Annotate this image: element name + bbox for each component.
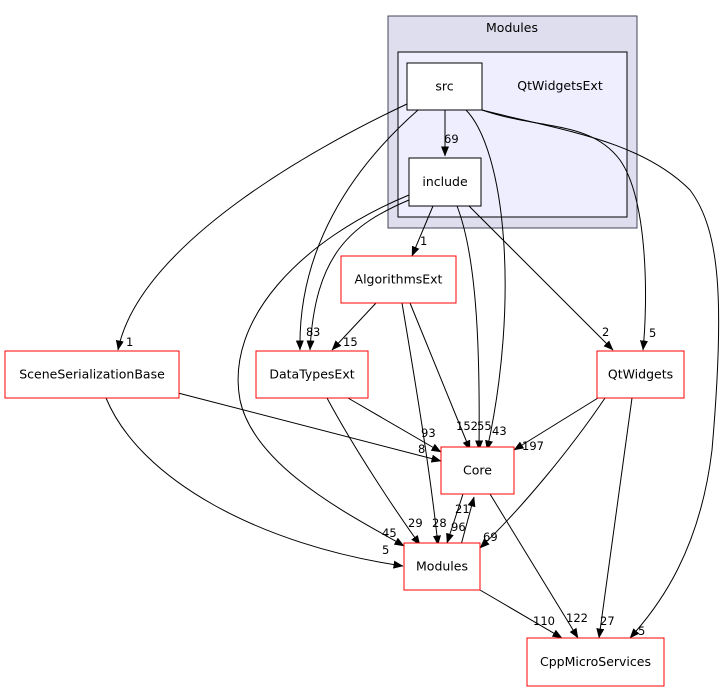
edge-label-qtwidgets-cppmicroservices: 27 (600, 614, 615, 628)
edge-label-include-algorithmsext: 1 (420, 234, 427, 248)
edge-datatypesext-core[interactable] (347, 397, 442, 453)
node-cppmicroservices-label: CppMicroServices (540, 654, 651, 669)
edge-label-qtwidgets-modules: 69 (483, 530, 498, 544)
node-include[interactable]: include (408, 157, 482, 207)
edge-include-modules[interactable] (237, 194, 410, 547)
edge-include-algorithmsext[interactable] (411, 205, 434, 257)
edge-label-sceneserializationbase-core: 8 (418, 442, 425, 456)
edge-modules-core[interactable] (460, 496, 476, 546)
cluster-modules-label: Modules (486, 20, 538, 35)
edge-src-core[interactable] (465, 109, 506, 451)
edge-sceneserializationbase-modules[interactable] (105, 397, 404, 569)
edge-label-include-qtwidgets: 2 (602, 325, 609, 339)
node-qtwidgets-box (596, 350, 685, 399)
node-sceneserializationbase-label: SceneSerializationBase (19, 367, 165, 382)
node-core[interactable]: Core (440, 446, 515, 495)
edge-label-datatypesext-modules: 29 (408, 516, 423, 530)
edge-qtwidgets-core[interactable] (513, 397, 599, 451)
edge-sceneserializationbase-core[interactable] (177, 392, 442, 463)
node-src[interactable]: src (406, 62, 483, 111)
node-datatypesext-label: DataTypesExt (269, 367, 354, 382)
edge-label-include-datatypesext: 3 (313, 325, 320, 339)
edge-core-modules[interactable] (446, 493, 464, 544)
node-sceneserializationbase-box (4, 350, 180, 399)
node-src-label: src (435, 79, 453, 94)
edge-labels: 69 1 8 43 5 5 1 3 2 55 45 15 152 96 93 2… (126, 132, 656, 638)
edge-label-include-core: 55 (477, 419, 492, 433)
edge-algorithmsext-core[interactable] (409, 302, 471, 451)
edge-label-core-cppmicroservices: 122 (566, 611, 588, 625)
edge-algorithmsext-modules[interactable] (401, 302, 441, 546)
edge-label-modules-cppmicroservices: 110 (533, 614, 555, 628)
edge-src-sceneserializationbase[interactable] (115, 103, 408, 351)
edge-include-datatypesext[interactable] (306, 199, 410, 351)
edge-algorithmsext-datatypesext[interactable] (331, 302, 377, 351)
node-include-label: include (422, 174, 468, 189)
edge-qtwidgets-modules[interactable] (479, 397, 606, 549)
edge-label-algorithmsext-modules: 96 (451, 520, 466, 534)
edge-label-datatypesext-core: 93 (421, 426, 436, 440)
edge-label-modules-core: 21 (455, 502, 470, 516)
edge-label-algorithmsext-datatypesext: 15 (343, 335, 358, 349)
node-modules-box (403, 542, 481, 591)
edge-label-src-cppmicroservices: 5 (638, 624, 645, 638)
node-cppmicroservices[interactable]: CppMicroServices (526, 637, 665, 687)
node-core-label: Core (463, 463, 492, 478)
edge-datatypesext-modules[interactable] (326, 397, 421, 546)
node-cppmicroservices-box (526, 637, 665, 687)
edges (105, 103, 720, 639)
node-include-box (408, 157, 482, 207)
edge-label-src-core: 43 (492, 424, 507, 438)
edge-src-datatypesext[interactable] (295, 109, 419, 351)
node-modules[interactable]: Modules (403, 542, 481, 591)
edge-label-src-sceneserializationbase: 1 (126, 335, 133, 349)
edge-label-algorithmsext-core: 152 (456, 419, 478, 433)
node-core-box (440, 446, 515, 495)
nodes: src include AlgorithmsExt DataTypesExt S… (4, 62, 685, 687)
node-datatypesext[interactable]: DataTypesExt (255, 350, 369, 399)
edge-include-core[interactable] (456, 205, 484, 451)
node-src-box (406, 62, 483, 111)
node-qtwidgets-label: QtWidgets (608, 367, 673, 382)
node-algorithmsext-box (340, 255, 457, 304)
node-qtwidgets[interactable]: QtWidgets (596, 350, 685, 399)
node-datatypesext-box (255, 350, 369, 399)
node-sceneserializationbase[interactable]: SceneSerializationBase (4, 350, 180, 399)
edge-label-src-include: 69 (444, 132, 459, 146)
edge-core-cppmicroservices[interactable] (489, 493, 579, 639)
node-algorithmsext[interactable]: AlgorithmsExt (340, 255, 457, 304)
edge-include-qtwidgets[interactable] (468, 205, 614, 351)
edge-label-src-datatypesext: 8 (306, 325, 313, 339)
edge-label-sceneserializationbase-modules: 5 (382, 543, 389, 557)
edge-qtwidgets-cppmicroservices[interactable] (596, 397, 633, 639)
node-modules-label: Modules (416, 559, 468, 574)
cluster-qtwidgetsext-label: QtWidgetsExt (517, 78, 603, 93)
edge-src-cppmicroservices[interactable] (481, 109, 720, 639)
edge-label-core-modules: 28 (432, 516, 447, 530)
edge-label-qtwidgets-core: 197 (522, 439, 544, 453)
edge-modules-cppmicroservices[interactable] (479, 589, 563, 639)
edge-label-include-modules: 45 (382, 526, 397, 540)
edge-label-src-qtwidgets: 5 (649, 326, 656, 340)
node-algorithmsext-label: AlgorithmsExt (355, 272, 443, 287)
